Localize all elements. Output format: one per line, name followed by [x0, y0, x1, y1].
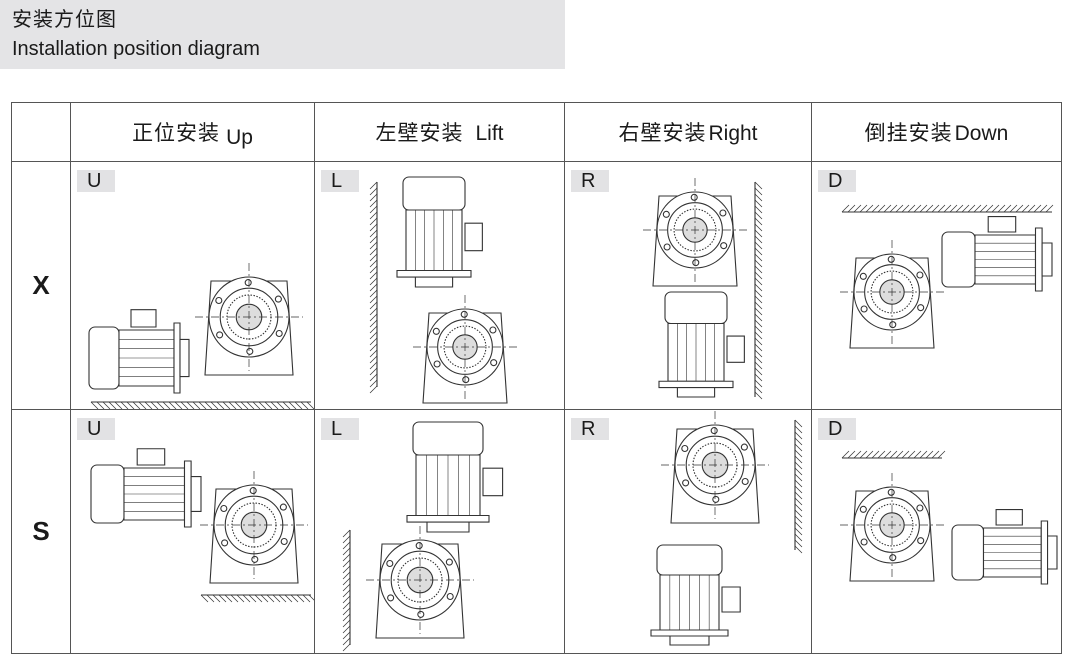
position-badge: L: [321, 418, 359, 440]
title-box: 安装方位图 Installation position diagram: [0, 0, 565, 69]
gear-motor-drawing: [315, 162, 565, 409]
position-badge: R: [571, 418, 609, 440]
cell-s-right: R: [564, 409, 812, 654]
cell-x-up: U: [70, 161, 315, 410]
column-header-down: 倒挂安装Down: [811, 102, 1062, 162]
corner-cell: [11, 102, 71, 162]
gear-motor-drawing: [71, 162, 315, 409]
position-badge: D: [818, 170, 856, 192]
position-badge: U: [77, 418, 115, 440]
gear-motor-drawing: [812, 162, 1062, 409]
row-s: S U L R D: [11, 409, 1062, 654]
position-badge: R: [571, 170, 609, 192]
title-chinese: 安装方位图: [12, 7, 117, 31]
row-label-s: S: [11, 409, 71, 654]
cell-x-left: L: [314, 161, 565, 410]
position-badge: U: [77, 170, 115, 192]
gear-motor-drawing: [812, 410, 1062, 653]
cell-x-right: R: [564, 161, 812, 410]
position-badge: L: [321, 170, 359, 192]
gear-motor-drawing: [565, 410, 812, 653]
cell-x-down: D: [811, 161, 1062, 410]
gear-motor-drawing: [315, 410, 565, 653]
cell-s-down: D: [811, 409, 1062, 654]
gear-motor-drawing: [565, 162, 812, 409]
position-badge: D: [818, 418, 856, 440]
cell-s-left: L: [314, 409, 565, 654]
row-x: X U L R D: [11, 161, 1062, 410]
column-header-right: 右壁安装Right: [564, 102, 812, 162]
row-label-x: X: [11, 161, 71, 410]
gear-motor-drawing: [71, 410, 315, 653]
cell-s-up: U: [70, 409, 315, 654]
title-english: Installation position diagram: [12, 38, 260, 60]
